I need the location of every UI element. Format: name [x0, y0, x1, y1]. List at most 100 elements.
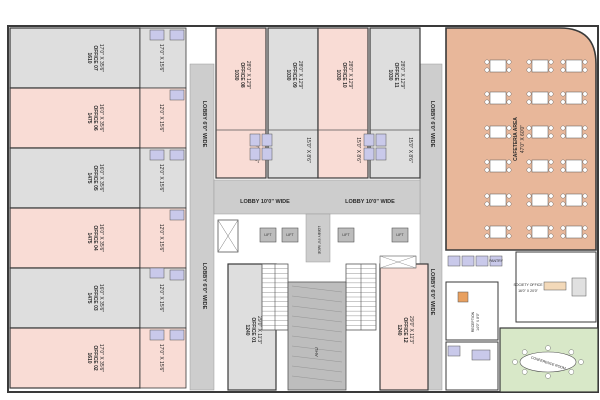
- top-office-name: OFFICE 10: [341, 62, 347, 88]
- cafeteria-chair: [506, 167, 512, 173]
- top-office-name: OFFICE 11: [393, 62, 399, 87]
- top-office-name: OFFICE 09: [291, 62, 297, 88]
- washroom-cell: [149, 329, 165, 341]
- lobby-label-left-upper: LOBBY 6'0" WIDE: [201, 101, 207, 148]
- bottom-office-size: 29'0" X 11'3": [256, 316, 262, 344]
- washroom-cell: [375, 133, 387, 147]
- central-lobby-band: [213, 179, 421, 215]
- cafeteria-chair: [582, 167, 588, 173]
- cafeteria-table: [565, 91, 583, 105]
- left-office-dim: 17'0" X 15'6": [158, 44, 164, 72]
- lift-shaft-1-cross2: [217, 219, 239, 253]
- ahu-hatch-line: [291, 365, 343, 373]
- lift-label-1: LIFT: [264, 233, 272, 237]
- bottom-office-name: OFFICE 01: [250, 317, 256, 343]
- cafeteria-chair: [526, 225, 532, 231]
- conference-chair: [578, 359, 584, 365]
- left-office-size: 17'0" X 35'6": [98, 44, 104, 72]
- cafeteria-chair: [506, 67, 512, 73]
- pantry-label: PANTRY: [489, 259, 504, 263]
- cafeteria-chair: [548, 99, 554, 105]
- cafeteria-table: [531, 59, 549, 73]
- top-office-2: [267, 27, 319, 179]
- ahu-hatch-line: [291, 285, 343, 293]
- left-office-5: [9, 267, 141, 329]
- lift-shaft-2-cross2: [379, 255, 417, 269]
- left-office-2: [9, 87, 141, 149]
- cafeteria-table: [531, 225, 549, 239]
- cafeteria-chair: [526, 159, 532, 165]
- cafeteria-chair: [548, 91, 554, 97]
- cafeteria-table: [565, 193, 583, 207]
- left-office-number: 1475: [86, 172, 92, 183]
- conference-chair: [568, 369, 575, 375]
- left-office-name: OFFICE 03: [92, 285, 98, 311]
- left-office-1: [9, 27, 141, 89]
- cafeteria-table: [531, 125, 549, 139]
- left-office-4: [9, 207, 141, 269]
- left-office-name: OFFICE 06: [92, 105, 98, 131]
- cafeteria-chair: [582, 159, 588, 165]
- cafeteria-table: [489, 91, 507, 105]
- cafeteria-chair: [548, 201, 554, 207]
- cafeteria-chair: [582, 233, 588, 239]
- conference-table: [519, 351, 577, 373]
- left-office-number: 1610: [86, 52, 92, 63]
- cafeteria-chair: [526, 193, 532, 199]
- left-office-wc: [169, 209, 185, 221]
- washroom-cell: [363, 147, 375, 161]
- cafeteria-table: [489, 125, 507, 139]
- left-office-name: OFFICE 02: [92, 345, 98, 371]
- cafeteria-chair: [560, 233, 566, 239]
- cafeteria-chair: [560, 125, 566, 131]
- cafeteria-chair: [548, 125, 554, 131]
- cafeteria-chair: [582, 99, 588, 105]
- cafeteria-chair: [548, 193, 554, 199]
- cafeteria-chair: [526, 67, 532, 73]
- cafeteria-chair: [506, 91, 512, 97]
- lift-label-2: LIFT: [286, 233, 294, 237]
- left-office-number: 1475: [86, 292, 92, 303]
- lobby-label-right-upper: LOBBY 6'0" WIDE: [429, 101, 435, 148]
- cafeteria-table: [489, 193, 507, 207]
- cafeteria-chair: [560, 225, 566, 231]
- conference-chair: [521, 369, 528, 375]
- cafeteria-chair: [582, 91, 588, 97]
- left-office-dim: 17'0" X 15'6": [158, 344, 164, 372]
- ahu-room: [287, 281, 347, 391]
- society-office-title: SOCIETY OFFICE: [513, 283, 543, 287]
- conference-chairs: [512, 345, 584, 379]
- top-office-size: 28'0" X 12'9": [399, 61, 405, 89]
- ahu-hatch-line: [291, 315, 343, 323]
- washroom-cell: [489, 255, 503, 267]
- cafeteria-chair: [484, 193, 490, 199]
- left-office-dim: 12'0" X 15'6": [158, 164, 164, 192]
- top-office-dim: 15'0" X 8'6": [355, 137, 361, 163]
- lobby-label-center-left: LOBBY 10'0" WIDE: [240, 199, 290, 205]
- pantry-reception-wc: [447, 345, 461, 357]
- cafeteria-chair: [526, 167, 532, 173]
- cafeteria-chair: [582, 225, 588, 231]
- washroom-cell: [149, 149, 165, 161]
- cafeteria-table: [489, 159, 507, 173]
- cafeteria-chair: [560, 167, 566, 173]
- top-washroom-group: [249, 133, 387, 161]
- top-office-name: OFFICE 08: [239, 62, 245, 88]
- lift-car-2: [281, 227, 299, 243]
- lobby-label-lift: LOBBY 9'0" WIDE: [317, 226, 321, 255]
- top-office-number: 1030: [233, 69, 239, 80]
- ahu-hatch-line: [291, 295, 343, 303]
- ahu-hatch-line: [291, 355, 343, 363]
- cafeteria-table: [489, 59, 507, 73]
- society-desk: [543, 281, 567, 291]
- washroom-cell: [363, 133, 375, 147]
- cafeteria-chair: [484, 159, 490, 165]
- cafeteria-chair: [548, 159, 554, 165]
- left-office-size: 16'0" X 35'6": [98, 224, 104, 252]
- left-office-number: 1475: [86, 112, 92, 123]
- cafeteria-chair: [560, 59, 566, 65]
- left-office-wc: [169, 149, 185, 161]
- washroom-cell: [261, 133, 273, 147]
